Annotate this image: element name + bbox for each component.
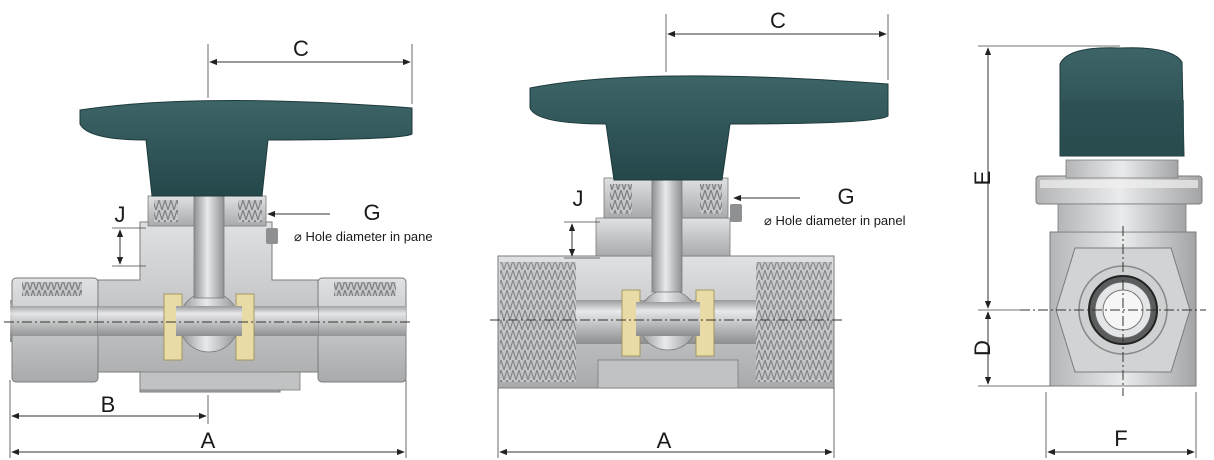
right-valve-view (1020, 47, 1206, 396)
middle-dimensions: C A J G ⌀ Hole diameter in panel (497, 8, 906, 458)
label-j-left: J (115, 202, 126, 227)
hole-note-middle: ⌀ Hole diameter in panel (764, 213, 906, 228)
middle-stem (651, 167, 683, 293)
middle-handle (529, 75, 889, 181)
middle-valve-view (490, 75, 889, 389)
label-e: E (970, 171, 995, 186)
left-valve-view (4, 99, 413, 393)
label-c-middle: C (770, 8, 786, 33)
label-j-middle: J (573, 186, 584, 211)
label-b: B (101, 392, 116, 417)
left-dimensions: C B A J G ⌀ Hole diameter in pane (9, 36, 433, 458)
label-a-middle: A (657, 428, 672, 453)
label-f: F (1114, 426, 1127, 451)
label-d: D (970, 340, 995, 356)
left-handle (79, 99, 413, 197)
label-g-middle: G (837, 184, 854, 209)
right-dimensions: E D F (970, 45, 1197, 458)
label-c-left: C (293, 36, 309, 61)
hole-note-left: ⌀ Hole diameter in pane (294, 229, 433, 244)
label-g-left: G (363, 200, 380, 225)
label-a-left: A (201, 428, 216, 453)
